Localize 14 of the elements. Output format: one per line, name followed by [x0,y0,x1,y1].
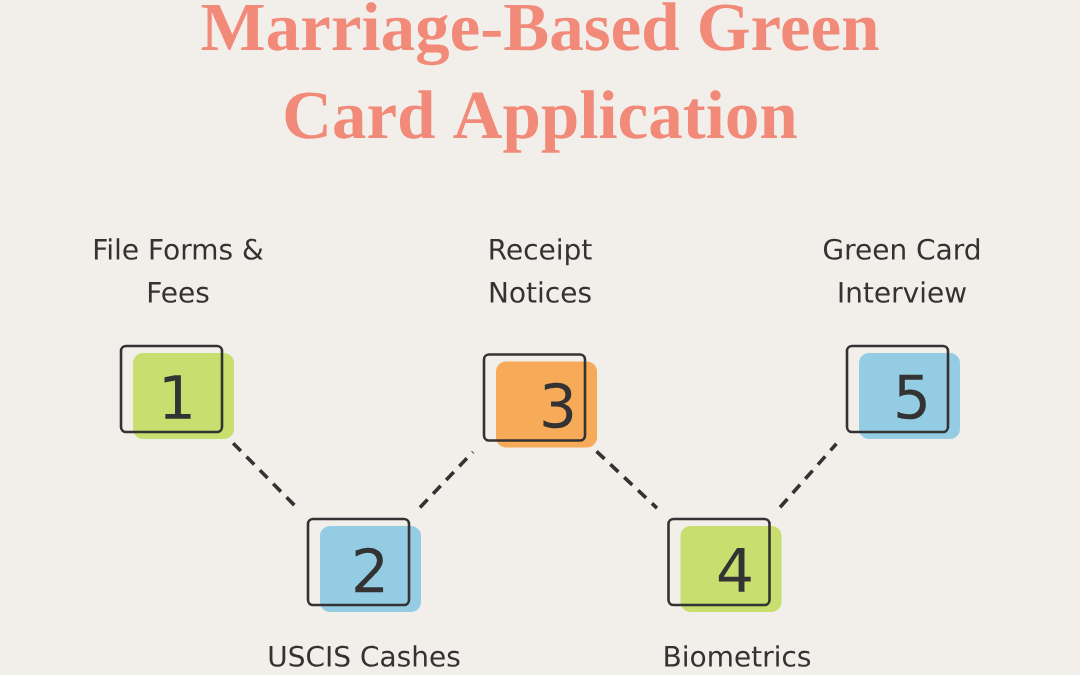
step-label: Receipt Notices [490,238,592,303]
step-label: Biometrics [665,645,811,667]
step-label: USCIS Cashes [269,645,460,667]
step-label: Green Card Interview [823,238,980,303]
dashed-connector [418,450,475,509]
step-box: 1 [119,344,234,439]
step-label: File Forms & Fees [94,238,263,303]
dashed-connector [595,450,659,510]
step-box: 3 [482,353,597,448]
step-box: 5 [845,344,960,439]
dashed-connector [778,442,838,509]
step-box: 4 [667,517,782,612]
title: Marriage-Based Green Card Application [201,2,879,153]
step-box: 2 [306,517,421,612]
